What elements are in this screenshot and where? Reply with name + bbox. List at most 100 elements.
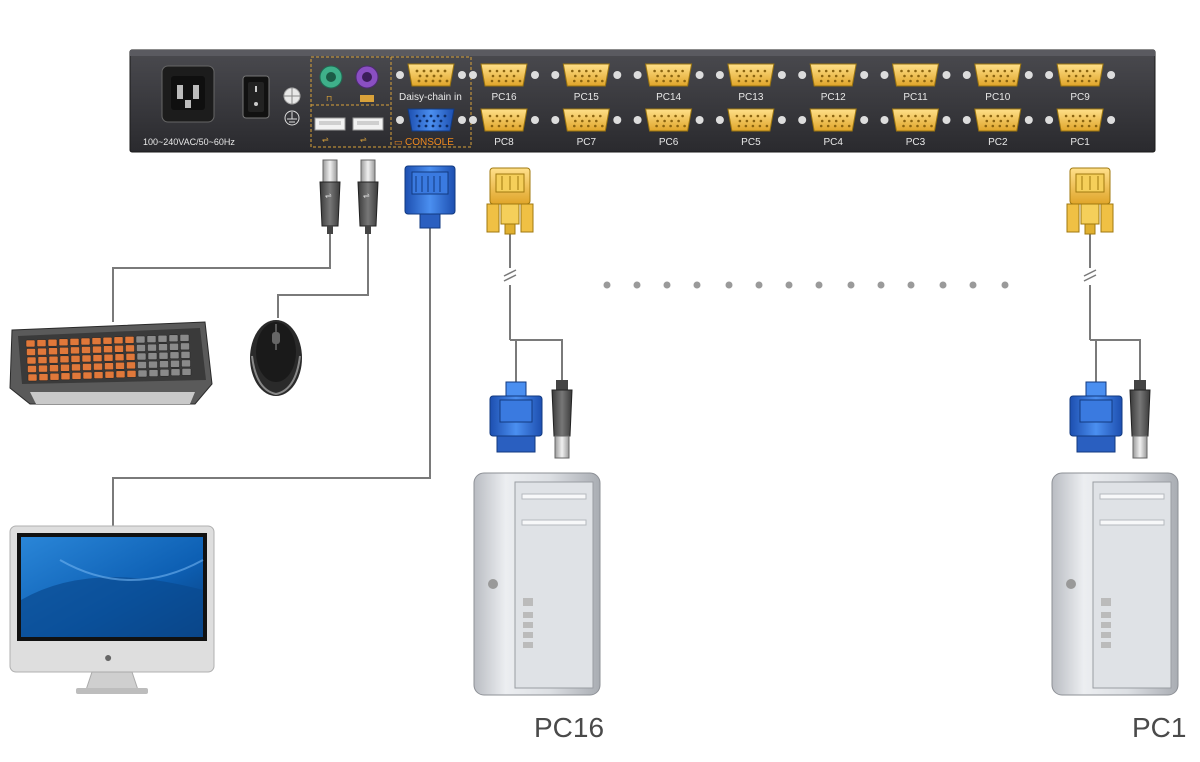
pc1-vga-plug	[1069, 381, 1123, 453]
port-label: PC5	[741, 137, 761, 148]
keyboard-key	[124, 336, 135, 344]
port-label: PC14	[656, 92, 681, 103]
keyboard-key	[137, 361, 147, 369]
keyboard-key	[82, 371, 93, 380]
power-switch	[242, 75, 270, 119]
keyboard-key	[25, 339, 36, 348]
port-pc8: PC8	[469, 108, 539, 148]
keyboard-key	[82, 363, 92, 371]
keyboard-key	[148, 369, 159, 377]
svg-text:⇌: ⇌	[322, 135, 329, 144]
keyboard-key	[126, 370, 137, 378]
keyboard-key	[146, 335, 157, 343]
keyboard-key	[158, 343, 168, 351]
keyboard-key	[148, 360, 158, 369]
pc16-kvm-vga-plug	[486, 167, 534, 235]
keyboard-key	[113, 336, 124, 345]
keyboard-key	[93, 362, 103, 371]
port-label: PC6	[659, 137, 679, 148]
port-pc10: PC10	[962, 63, 1033, 103]
console-label: CONSOLE	[405, 137, 454, 148]
svg-text:⇌: ⇌	[325, 191, 332, 200]
keyboard-key	[136, 352, 147, 361]
keyboard-key	[126, 361, 136, 370]
keyboard-key	[36, 339, 47, 347]
port-label: PC15	[574, 92, 599, 103]
keyboard-key	[60, 372, 71, 381]
keyboard-key	[92, 354, 103, 362]
keyboard-key	[49, 372, 60, 381]
power-spec-label: 100~240VAC/50~60Hz	[143, 137, 235, 147]
port-label: PC13	[738, 92, 763, 103]
port-pc7: PC7	[551, 108, 622, 148]
keyboard-key	[91, 337, 102, 345]
keyboard-key	[93, 371, 104, 379]
keyboard-key	[169, 343, 179, 351]
port-pc9: PC9	[1045, 63, 1116, 103]
keyboard-key	[71, 372, 82, 380]
pc1-tower	[1051, 472, 1179, 696]
port-label: PC4	[823, 137, 843, 148]
apple-logo-icon: ●	[104, 649, 112, 665]
keyboard-key	[37, 356, 48, 364]
keyboard-key	[103, 353, 114, 362]
keyboard-usb-plug: ⇌	[319, 159, 341, 234]
keyboard-key	[115, 362, 125, 370]
mouse-usb-plug: ⇌	[357, 159, 379, 234]
console-vga-plug	[404, 165, 456, 229]
ground-icon	[284, 110, 300, 126]
keyboard-key	[59, 347, 69, 355]
port-label: PC12	[821, 92, 846, 103]
keyboard-key	[71, 363, 81, 372]
cable-break-marks	[503, 269, 1097, 282]
keyboard-key	[158, 351, 169, 360]
keyboard-key	[136, 344, 146, 352]
keyboard-key	[27, 365, 37, 373]
power-inlet	[161, 65, 215, 123]
keyboard-key	[179, 334, 190, 342]
keyboard-key	[48, 347, 58, 355]
port-label: PC11	[903, 92, 928, 103]
keyboard-key	[60, 364, 70, 372]
cables	[112, 228, 1141, 526]
keyboard-key	[38, 373, 49, 381]
daisy-chain-label: Daisy-chain in	[399, 92, 462, 103]
keyboard-key	[27, 373, 38, 382]
port-pc15: PC15	[551, 63, 622, 103]
keyboard-key	[180, 342, 190, 351]
keyboard-key	[69, 338, 80, 346]
daisy-chain-port	[396, 63, 466, 87]
keyboard-key	[48, 355, 59, 364]
port-pc3: PC3	[880, 108, 951, 148]
port-label: PC9	[1070, 92, 1090, 103]
keyboard-key	[37, 347, 47, 356]
port-label: PC7	[577, 137, 597, 148]
ps2-keyboard-port	[355, 65, 379, 102]
keyboard-key	[157, 334, 168, 343]
keyboard-key	[59, 355, 70, 364]
console-icon: ▭	[394, 137, 403, 147]
keyboard-key	[26, 356, 37, 365]
keyboard-key	[170, 360, 180, 368]
keyboard-key	[170, 368, 181, 377]
pc16-usb-plug	[551, 380, 573, 459]
keyboard-key	[92, 345, 102, 354]
keyboard-key	[102, 336, 113, 345]
keyboard-key	[125, 344, 135, 353]
keyboard-key	[115, 370, 126, 379]
keyboard-key	[104, 362, 114, 370]
pc1-usb-plug	[1129, 380, 1151, 459]
usb-port-1: ⇌	[314, 117, 346, 144]
port-pc6: PC6	[633, 108, 704, 148]
keyboard-key	[49, 364, 59, 372]
keyboard-key	[26, 348, 36, 356]
svg-text:⇌: ⇌	[360, 135, 367, 144]
keyboard-key	[38, 364, 48, 373]
keyboard-key	[125, 353, 136, 361]
port-pc2: PC2	[962, 108, 1033, 148]
port-label: PC16	[491, 92, 516, 103]
pc1-kvm-vga-plug	[1066, 167, 1114, 235]
port-pc5: PC5	[715, 108, 786, 148]
port-pc14: PC14	[633, 63, 704, 103]
